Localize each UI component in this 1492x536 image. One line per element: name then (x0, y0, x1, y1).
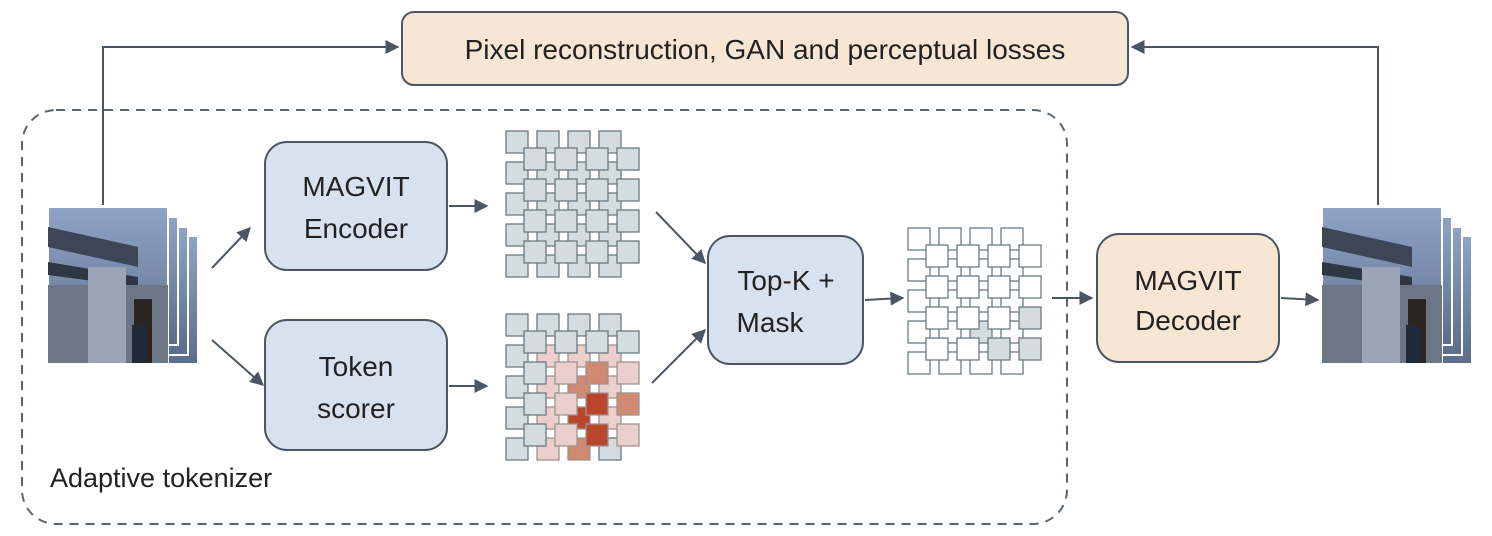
output-to-loss-arrow (1130, 40, 1379, 205)
token-cell (505, 406, 529, 430)
token-cell (523, 209, 547, 233)
token-cell (505, 344, 529, 368)
token-cell (616, 423, 640, 447)
token-cell (956, 275, 980, 299)
token-cell (523, 330, 547, 354)
token-cell (554, 361, 578, 385)
token-cell (554, 423, 578, 447)
score-token-grid (505, 313, 640, 461)
output-video-frames-image (1321, 206, 1473, 365)
token-cell (554, 240, 578, 264)
token-cell (505, 223, 529, 247)
token-cell (554, 209, 578, 233)
token-cell (616, 240, 640, 264)
decoder-to-output-arrow (1280, 292, 1320, 307)
token-cell (585, 392, 609, 416)
token-cell (523, 423, 547, 447)
loss-box-label: Pixel reconstruction, GAN and perceptual… (465, 34, 1066, 65)
encoder-token-grid (505, 130, 640, 278)
input-to-scorer-arrow (211, 339, 265, 386)
token-cell (585, 178, 609, 202)
token-cell (505, 161, 529, 185)
token-cell (987, 275, 1011, 299)
adaptive-tokenizer-label: Adaptive tokenizer (50, 463, 272, 493)
token-cell (1018, 337, 1042, 361)
token-cell (1018, 244, 1042, 268)
token-cell (616, 330, 640, 354)
token-cell (616, 178, 640, 202)
token-cell (925, 337, 949, 361)
token-cell (585, 361, 609, 385)
token-cell (505, 192, 529, 216)
loss-box (401, 11, 1129, 86)
token-cell (585, 330, 609, 354)
topk-mask-line1: Top-K + (737, 265, 834, 296)
token-cell (1018, 306, 1042, 330)
magvit-encoder-line1: MAGVIT (302, 171, 409, 202)
tokens-to-topk-arrow (655, 211, 706, 265)
magvit-decoder-line1: MAGVIT (1134, 265, 1241, 296)
topk-mask-box (707, 235, 864, 365)
token-cell (956, 306, 980, 330)
token-cell (987, 244, 1011, 268)
token-cell (554, 392, 578, 416)
token-cell (505, 437, 529, 461)
token-cell (907, 351, 931, 375)
token-cell (925, 244, 949, 268)
magvit-encoder-box (264, 141, 448, 271)
token-cell (616, 209, 640, 233)
token-cell (907, 289, 931, 313)
token-cell (925, 306, 949, 330)
token-cell (956, 337, 980, 361)
magvit-encoder-line2: Encoder (304, 213, 408, 244)
input-to-encoder-arrow (211, 226, 251, 269)
token-cell (554, 178, 578, 202)
token-cell (1018, 275, 1042, 299)
token-cell (505, 130, 529, 154)
scores-to-topk-arrow (651, 329, 706, 384)
token-cell (616, 147, 640, 171)
magvit-decoder-box (1096, 233, 1280, 363)
input-video-frames-image (47, 206, 199, 365)
topk-to-masked-arrow (864, 291, 905, 306)
token-scorer-box (264, 319, 448, 451)
token-cell (585, 209, 609, 233)
magvit-decoder-line2: Decoder (1135, 305, 1241, 336)
token-cell (505, 375, 529, 399)
token-cell (585, 240, 609, 264)
token-cell (554, 147, 578, 171)
token-cell (907, 258, 931, 282)
token-cell (523, 392, 547, 416)
token-cell (554, 330, 578, 354)
token-cell (925, 275, 949, 299)
token-cell (907, 320, 931, 344)
token-cell (505, 254, 529, 278)
token-cell (585, 423, 609, 447)
token-scorer-line1: Token (319, 351, 394, 382)
token-cell (585, 147, 609, 171)
masked-token-grid (907, 227, 1042, 375)
token-cell (523, 361, 547, 385)
token-cell (523, 147, 547, 171)
token-cell (523, 240, 547, 264)
topk-mask-line2: Mask (737, 307, 805, 338)
token-cell (616, 361, 640, 385)
token-cell (907, 227, 931, 251)
input-to-loss-arrow (102, 40, 400, 205)
token-cell (987, 306, 1011, 330)
token-cell (956, 244, 980, 268)
token-cell (616, 392, 640, 416)
adaptive-tokenizer-group (21, 109, 1068, 525)
token-scorer-line2: scorer (317, 393, 395, 424)
token-cell (523, 178, 547, 202)
token-cell (505, 313, 529, 337)
token-cell (987, 337, 1011, 361)
